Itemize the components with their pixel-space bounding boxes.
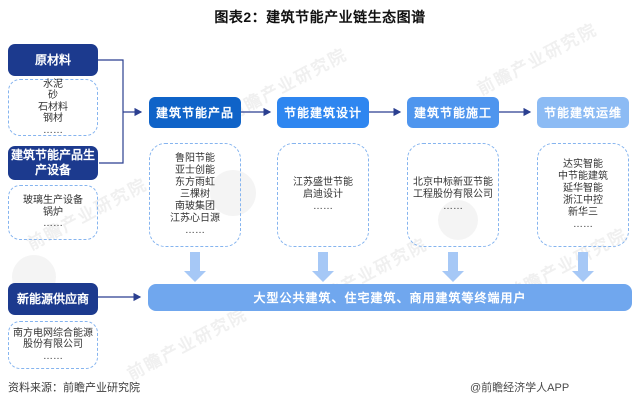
list-item: 东方雨虹 [175,177,215,188]
watermark-text: 前瞻产业研究院 [124,304,251,384]
node-terminal-users: 大型公共建筑、住宅建筑、商用建筑等终端用户 [148,284,632,311]
list-operations-companies: 达实智能中节能建筑延华智能浙江中控新华三…… [537,143,629,247]
list-item: 启迪设计 [303,189,343,200]
list-item: 水泥 [43,78,63,90]
list-item: 石材料 [38,101,68,113]
list-item: 三棵树 [180,189,210,200]
list-item: …… [43,218,63,230]
list-item: 锅炉 [43,206,63,218]
list-item: 浙江中控 [563,195,603,206]
source-note: 资料来源：前瞻产业研究院 [8,382,140,394]
down-arrow-icon [312,252,334,282]
node-energy-supplier: 新能源供应商 [8,283,98,315]
list-item: 玻璃生产设备 [23,195,83,207]
list-item: 北京中标新亚节能 [413,177,493,188]
list-item: 工程股份有限公司 [413,189,493,200]
list-item: 中节能建筑 [558,171,608,182]
down-arrow-icon [184,252,206,282]
list-item: …… [43,124,63,136]
list-item: 达实智能 [563,159,603,170]
list-item: …… [313,201,333,212]
list-item: 钢材 [43,113,63,125]
stage-construction: 建筑节能施工 [407,97,499,128]
stage-design: 节能建筑设计 [277,97,369,128]
list-design-companies: 江苏盛世节能启迪设计…… [277,143,369,247]
list-item: 延华智能 [563,183,603,194]
down-arrow-icon [572,252,594,282]
list-item: …… [573,219,593,230]
stage-products: 建筑节能产品 [149,97,241,128]
list-construction-companies: 北京中标新亚节能工程股份有限公司…… [407,143,499,247]
page-title: 图表2：建筑节能产业链生态图谱 [214,9,426,25]
list-energy-supplier: 南方电网综合能源股份有限公司…… [8,321,98,369]
stage-operations: 节能建筑运维 [537,97,629,128]
node-raw-materials: 原材料 [8,44,98,76]
list-products-companies: 鲁阳节能亚士创能东方雨虹三棵树南玻集团江苏心日源…… [149,143,241,247]
watermark-text: 前瞻产业研究院 [474,19,601,99]
node-production-equipment: 建筑节能产品生产设备 [8,146,98,180]
list-raw-materials: 水泥砂石材料钢材…… [8,79,98,136]
list-item: …… [185,225,205,236]
down-arrow-icon [442,252,464,282]
list-item: 南玻集团 [175,201,215,212]
credit-note: @前瞻经济学人APP [470,382,570,394]
list-item: 鲁阳节能 [175,153,215,164]
list-item: 砂 [48,90,58,102]
list-item: …… [43,350,63,362]
list-item: …… [443,201,463,212]
list-item: 亚士创能 [175,165,215,176]
list-item: 江苏盛世节能 [293,177,353,188]
list-item: 新华三 [568,207,598,218]
list-item: 南方电网综合能源股份有限公司 [13,327,93,351]
list-item: 江苏心日源 [170,213,220,224]
list-production-equipment: 玻璃生产设备锅炉…… [8,185,98,240]
